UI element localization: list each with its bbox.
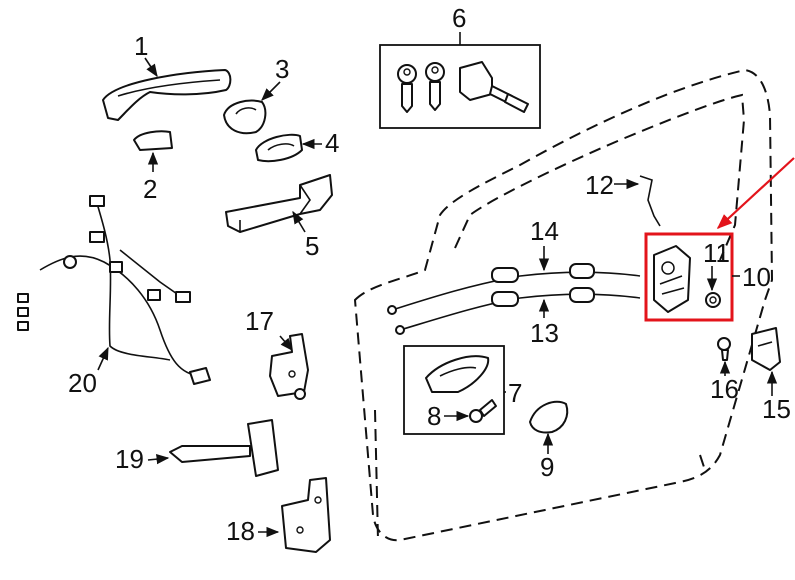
callout-17: 17 <box>245 306 274 336</box>
handle-gasket-front <box>223 99 267 135</box>
callout-18: 18 <box>226 516 255 546</box>
callout-14: 14 <box>530 216 559 246</box>
callout-8: 8 <box>427 401 441 431</box>
callout-9: 9 <box>540 452 554 482</box>
door-lock-actuator-highlight <box>644 157 795 322</box>
outer-door-handle <box>102 69 232 121</box>
callout-15: 15 <box>762 394 791 424</box>
upper-door-hinge <box>269 333 309 400</box>
door-striker <box>751 327 781 371</box>
inner-handle-box <box>403 345 505 435</box>
callout-20: 20 <box>68 368 97 398</box>
inner-handle-bezel <box>529 400 569 434</box>
lock-bushing <box>705 292 721 308</box>
inner-door-handle <box>425 355 490 393</box>
handle-frame <box>225 174 333 233</box>
callout-16: 16 <box>710 374 739 404</box>
callout-19: 19 <box>115 444 144 474</box>
callout-12: 12 <box>585 170 614 200</box>
door-check-strap <box>169 419 279 477</box>
door-lock-actuator <box>653 245 691 313</box>
callout-6: 6 <box>452 3 466 33</box>
striker-bolt <box>717 337 731 361</box>
callout-7: 7 <box>508 378 522 408</box>
handle-cap <box>133 130 173 151</box>
callout-4: 4 <box>325 128 339 158</box>
callout-3: 3 <box>275 54 289 84</box>
door-outline <box>353 68 774 542</box>
screw-icon <box>469 399 497 423</box>
callout-1: 1 <box>134 31 148 61</box>
key-icon <box>397 64 417 113</box>
lock-cylinder <box>459 61 529 113</box>
key-icon <box>425 62 445 111</box>
lower-door-hinge <box>281 477 331 553</box>
callout-5: 5 <box>305 231 319 261</box>
lock-cylinder-key-set <box>379 44 541 129</box>
callout-10: 10 <box>742 262 771 292</box>
door-wiring-harness <box>17 195 211 385</box>
handle-gasket-rear <box>255 133 303 163</box>
lock-cable-upper <box>387 263 641 315</box>
callout-2: 2 <box>143 174 157 204</box>
lock-cable-lower <box>395 287 641 335</box>
callout-11: 11 <box>703 238 730 268</box>
callout-13: 13 <box>530 318 559 348</box>
lock-rod <box>639 175 661 227</box>
